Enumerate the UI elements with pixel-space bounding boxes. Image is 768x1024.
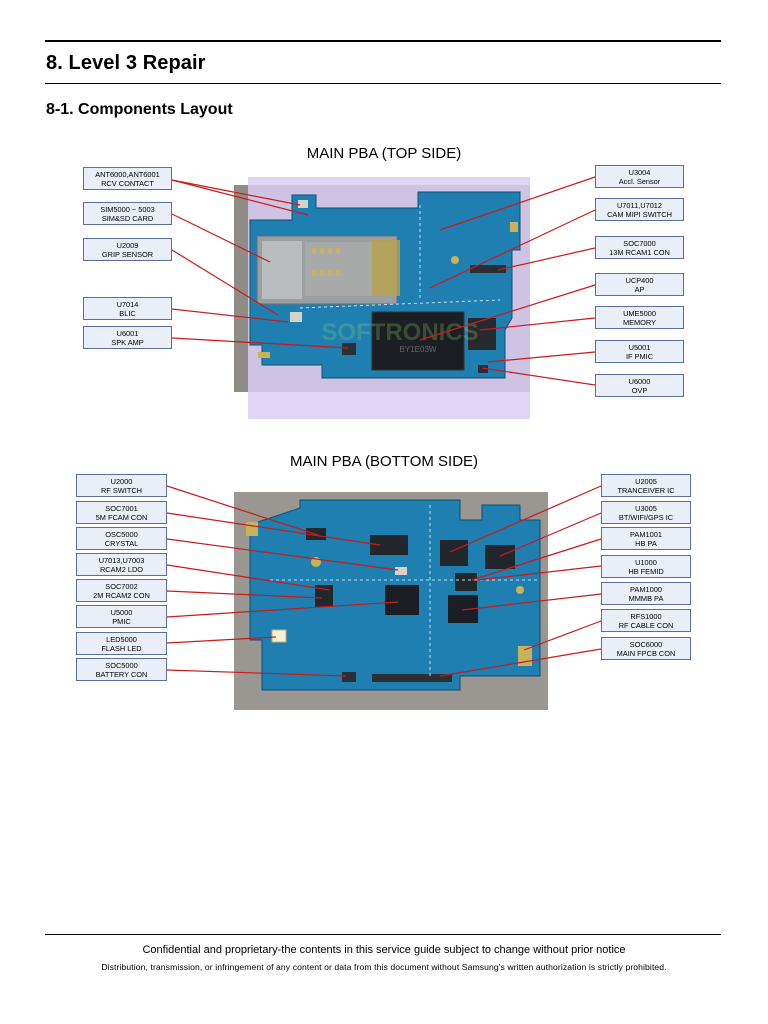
footer-rule xyxy=(45,934,721,935)
svg-text:SOFTRONICS: SOFTRONICS xyxy=(321,319,478,346)
section-title: 8. Level 3 Repair xyxy=(46,52,206,74)
svg-text:BY1E03W: BY1E03W xyxy=(400,345,437,354)
subsection-title: 8-1. Components Layout xyxy=(46,101,233,118)
footer-confidential: Confidential and proprietary-the content… xyxy=(142,944,626,956)
top-figure-title: MAIN PBA (TOP SIDE) xyxy=(306,145,462,162)
bottom-figure-title: MAIN PBA (BOTTOM SIDE) xyxy=(289,453,479,470)
top-rule xyxy=(45,40,721,42)
footer-distribution: Distribution, transmission, or infringem… xyxy=(101,962,667,972)
title-underline xyxy=(45,83,721,84)
